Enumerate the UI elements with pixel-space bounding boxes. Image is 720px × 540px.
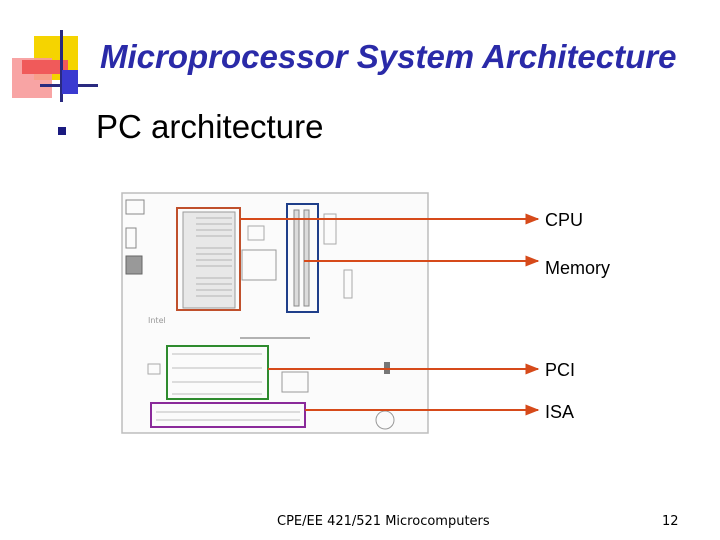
footer-course: CPE/EE 421/521 Microcomputers [277,514,490,529]
cpu-label: CPU [545,210,583,230]
corner-decoration [0,0,100,110]
isa-label: ISA [545,402,574,422]
memory-label: Memory [545,258,610,278]
motherboard-board: Intel [121,192,429,434]
bullet-text: PC architecture [96,108,324,145]
pci-label: PCI [545,360,575,380]
pci-highlight-box [166,345,269,400]
board-silkscreen: Intel [148,316,166,325]
cpu-highlight-box [176,207,241,311]
memory-highlight-box [286,203,319,313]
bullet-marker [58,127,66,135]
slide-title: Microprocessor System Architecture [100,38,677,75]
footer-page-number: 12 [662,514,679,529]
isa-highlight-box [150,402,306,428]
